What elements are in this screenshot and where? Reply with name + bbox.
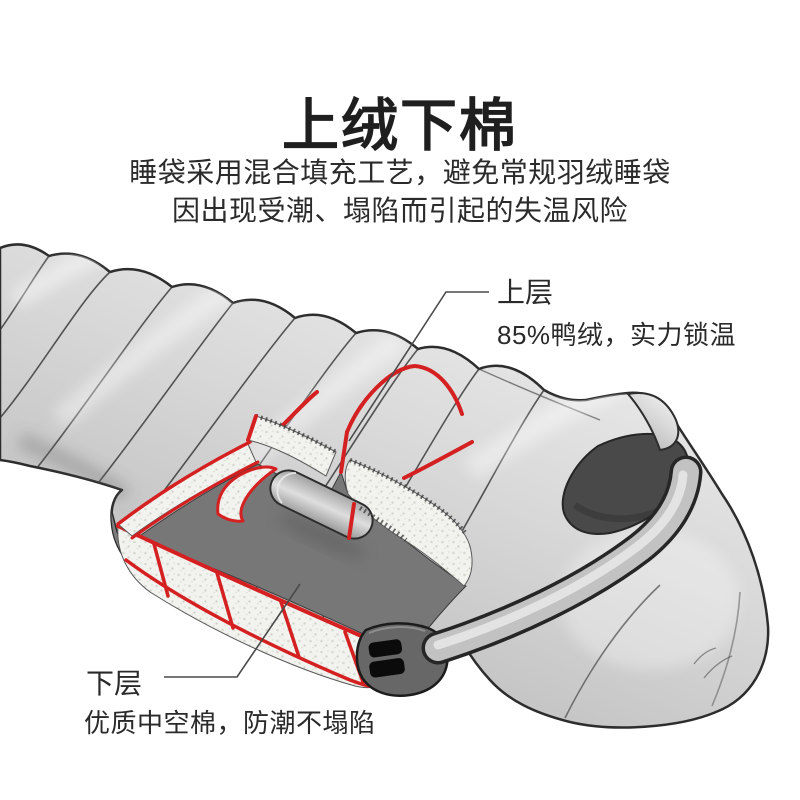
callout-top-layer-label: 上层 <box>497 277 554 308</box>
hood-flap <box>626 392 680 452</box>
rolled-liner-tube <box>269 469 374 559</box>
red-lines-cut-edge <box>116 440 260 540</box>
subtitle-line-2: 因出现受潮、塌陷而引起的失温风险 <box>171 195 628 226</box>
callout-lines <box>164 291 489 678</box>
draft-collar <box>421 455 703 665</box>
cutaway-section <box>116 413 473 692</box>
callout-bottom-layer-label: 下层 <box>86 668 143 699</box>
red-cut-lines-shell <box>278 363 474 480</box>
callout-line-bottom-layer <box>164 583 301 678</box>
callout-top-layer-description: 85%鸭绒，实力锁温 <box>497 320 737 350</box>
foot-slots <box>368 639 405 678</box>
callout-line-top-layer <box>348 291 489 442</box>
red-faces-top-layer <box>246 414 356 540</box>
hood-seams <box>564 584 741 719</box>
down-block-left <box>247 415 337 477</box>
callout-bottom-layer-description: 优质中空棉，防潮不塌陷 <box>84 708 376 738</box>
fleece-hook <box>216 465 278 523</box>
page-title: 上绒下棉 <box>282 94 518 158</box>
hood-section <box>421 392 741 719</box>
subtitle-line-1: 睡袋采用混合填充工艺，避免常规羽绒睡袋 <box>129 157 671 188</box>
